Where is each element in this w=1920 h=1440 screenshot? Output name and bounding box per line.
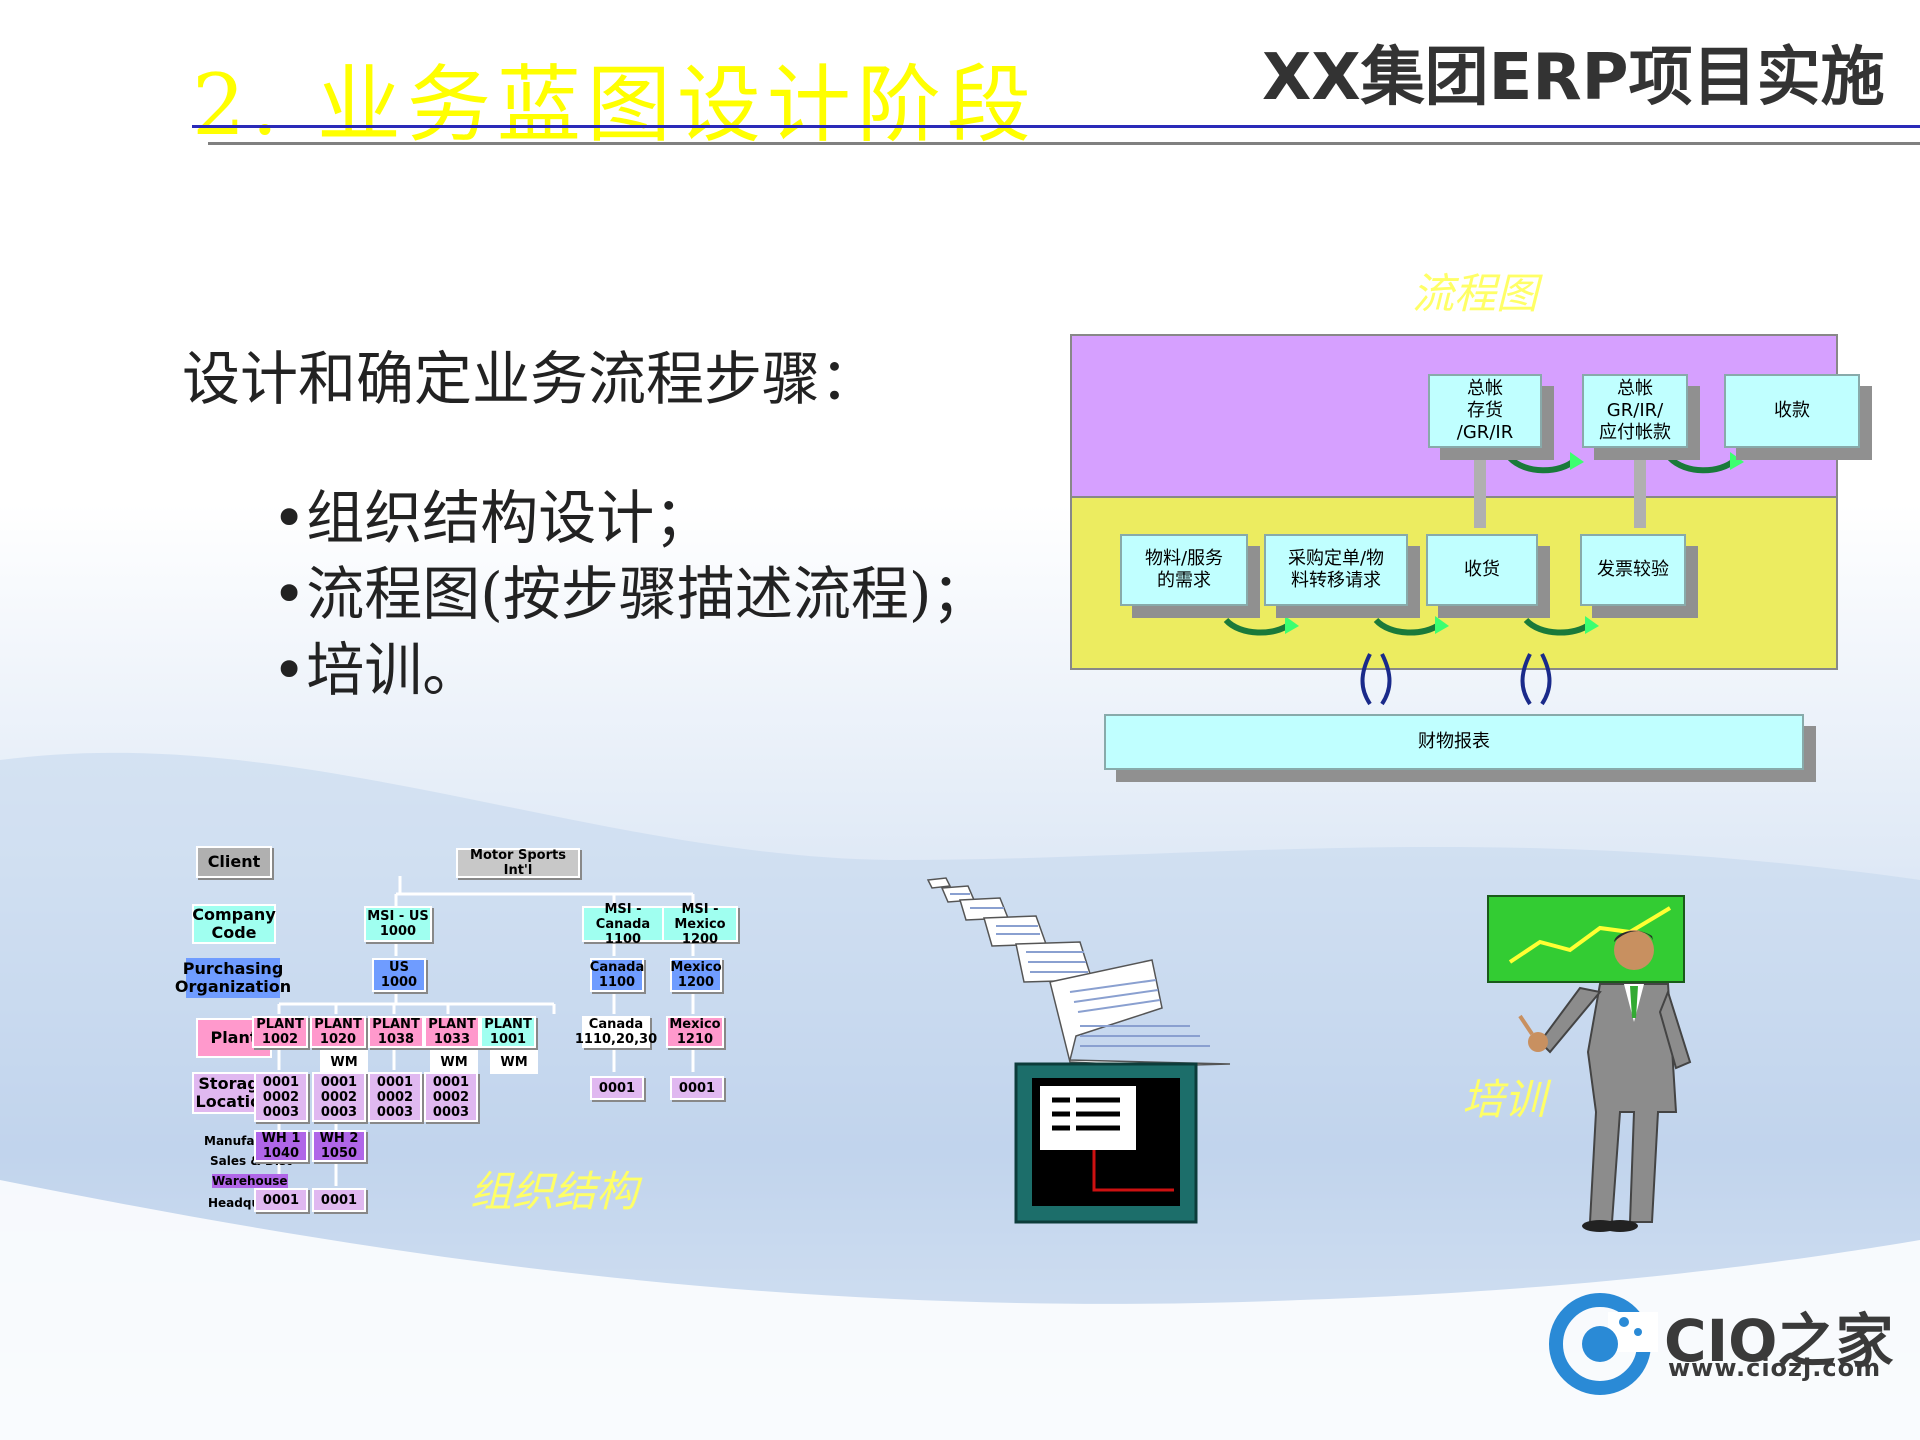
bullet-item: •组织结构设计； [272,484,713,552]
page-title: 2. 业务蓝图设计阶段 [192,56,1037,154]
process-box-receipt: 收款 [1724,374,1860,448]
storage-plant-1020: 0001 0002 0003 [312,1072,366,1122]
plant-1001: PLANT 1001 [480,1016,536,1048]
process-box-gl-inventory: 总帐 存货 /GR/IR [1428,374,1542,448]
process-box-invoice-check: 发票较验 [1580,534,1686,606]
plant-1038: PLANT 1038 [368,1016,424,1048]
title-underline [192,125,1920,128]
process-box-goods-receipt: 收货 [1426,534,1538,606]
storage-plant-1038: 0001 0002 0003 [368,1072,422,1122]
wm-label: WM [430,1050,478,1074]
storage-canada: 0001 [590,1076,644,1100]
plant-canada: Canada 1110,20,30 [574,1016,658,1048]
logo-name: CIO之家 [1664,1307,1894,1375]
project-subtitle: XX集团ERP项目实施 [1262,41,1885,115]
bullet-item: •培训。 [272,636,481,704]
process-box-requirement: 物料/服务 的需求 [1120,534,1248,606]
cio-logo-icon [1549,1293,1658,1395]
warehouse-1040: WH 1 1040 [254,1130,308,1162]
process-box-purchase-order: 采购定单/物 料转移请求 [1264,534,1408,606]
wm-label: WM [490,1050,538,1074]
storage-plant-1002: 0001 0002 0003 [254,1072,308,1122]
sub-label-warehouse: Warehouse [212,1174,288,1188]
purch-org-mexico: Mexico 1200 [670,958,722,992]
org-caption: 组织结构 [470,1167,639,1216]
wm-label: WM [320,1050,368,1074]
training-caption: 培训 [1462,1075,1547,1124]
warehouse-storage-1040: 0001 [254,1188,308,1212]
section-heading: 设计和确定业务流程步骤： [182,345,879,413]
plant-1002: PLANT 1002 [252,1016,308,1048]
presenter-clipart [1487,895,1692,1232]
warehouse-1050: WH 2 1050 [312,1130,366,1162]
company-code-us: MSI - US 1000 [364,906,432,942]
bullet-item: •流程图(按步骤描述流程)； [272,560,990,628]
purch-org-canada: Canada 1100 [589,958,645,992]
plant-1020: PLANT 1020 [310,1016,366,1048]
process-box-financial-report: 财物报表 [1104,714,1804,770]
org-root: Motor Sports Int'l [456,848,580,878]
plant-1033: PLANT 1033 [424,1016,480,1048]
process-arrows [1223,442,1744,706]
flowchart-clipart [926,877,1231,1224]
title-divider [208,142,1920,145]
company-code-mexico: MSI - Mexico 1200 [662,902,738,947]
level-company-code: Company Code [192,904,276,944]
org-chart: Client Company Code Purchasing Organizat… [174,840,760,1220]
process-box-gl-ap: 总帐 GR/IR/ 应付帐款 [1582,374,1688,448]
level-purchasing-org: Purchasing Organization [174,958,292,998]
flowchart-caption: 流程图 [1412,269,1539,318]
purch-org-us: US 1000 [372,958,426,992]
level-client: Client [196,846,272,878]
storage-plant-1033: 0001 0002 0003 [424,1072,478,1122]
process-diagram: 总帐 存货 /GR/IR 总帐 GR/IR/ 应付帐款 收款 物料/服务 的需求… [1070,334,1860,784]
warehouse-storage-1050: 0001 [312,1188,366,1212]
company-code-canada: MSI - Canada 1100 [582,902,664,947]
storage-mexico: 0001 [670,1076,724,1100]
logo-url: www.ciozj.com [1668,1354,1882,1382]
bullet-list: •组织结构设计； •流程图(按步骤描述流程)； •培训。 [272,480,989,708]
plant-mexico: Mexico 1210 [666,1016,724,1048]
